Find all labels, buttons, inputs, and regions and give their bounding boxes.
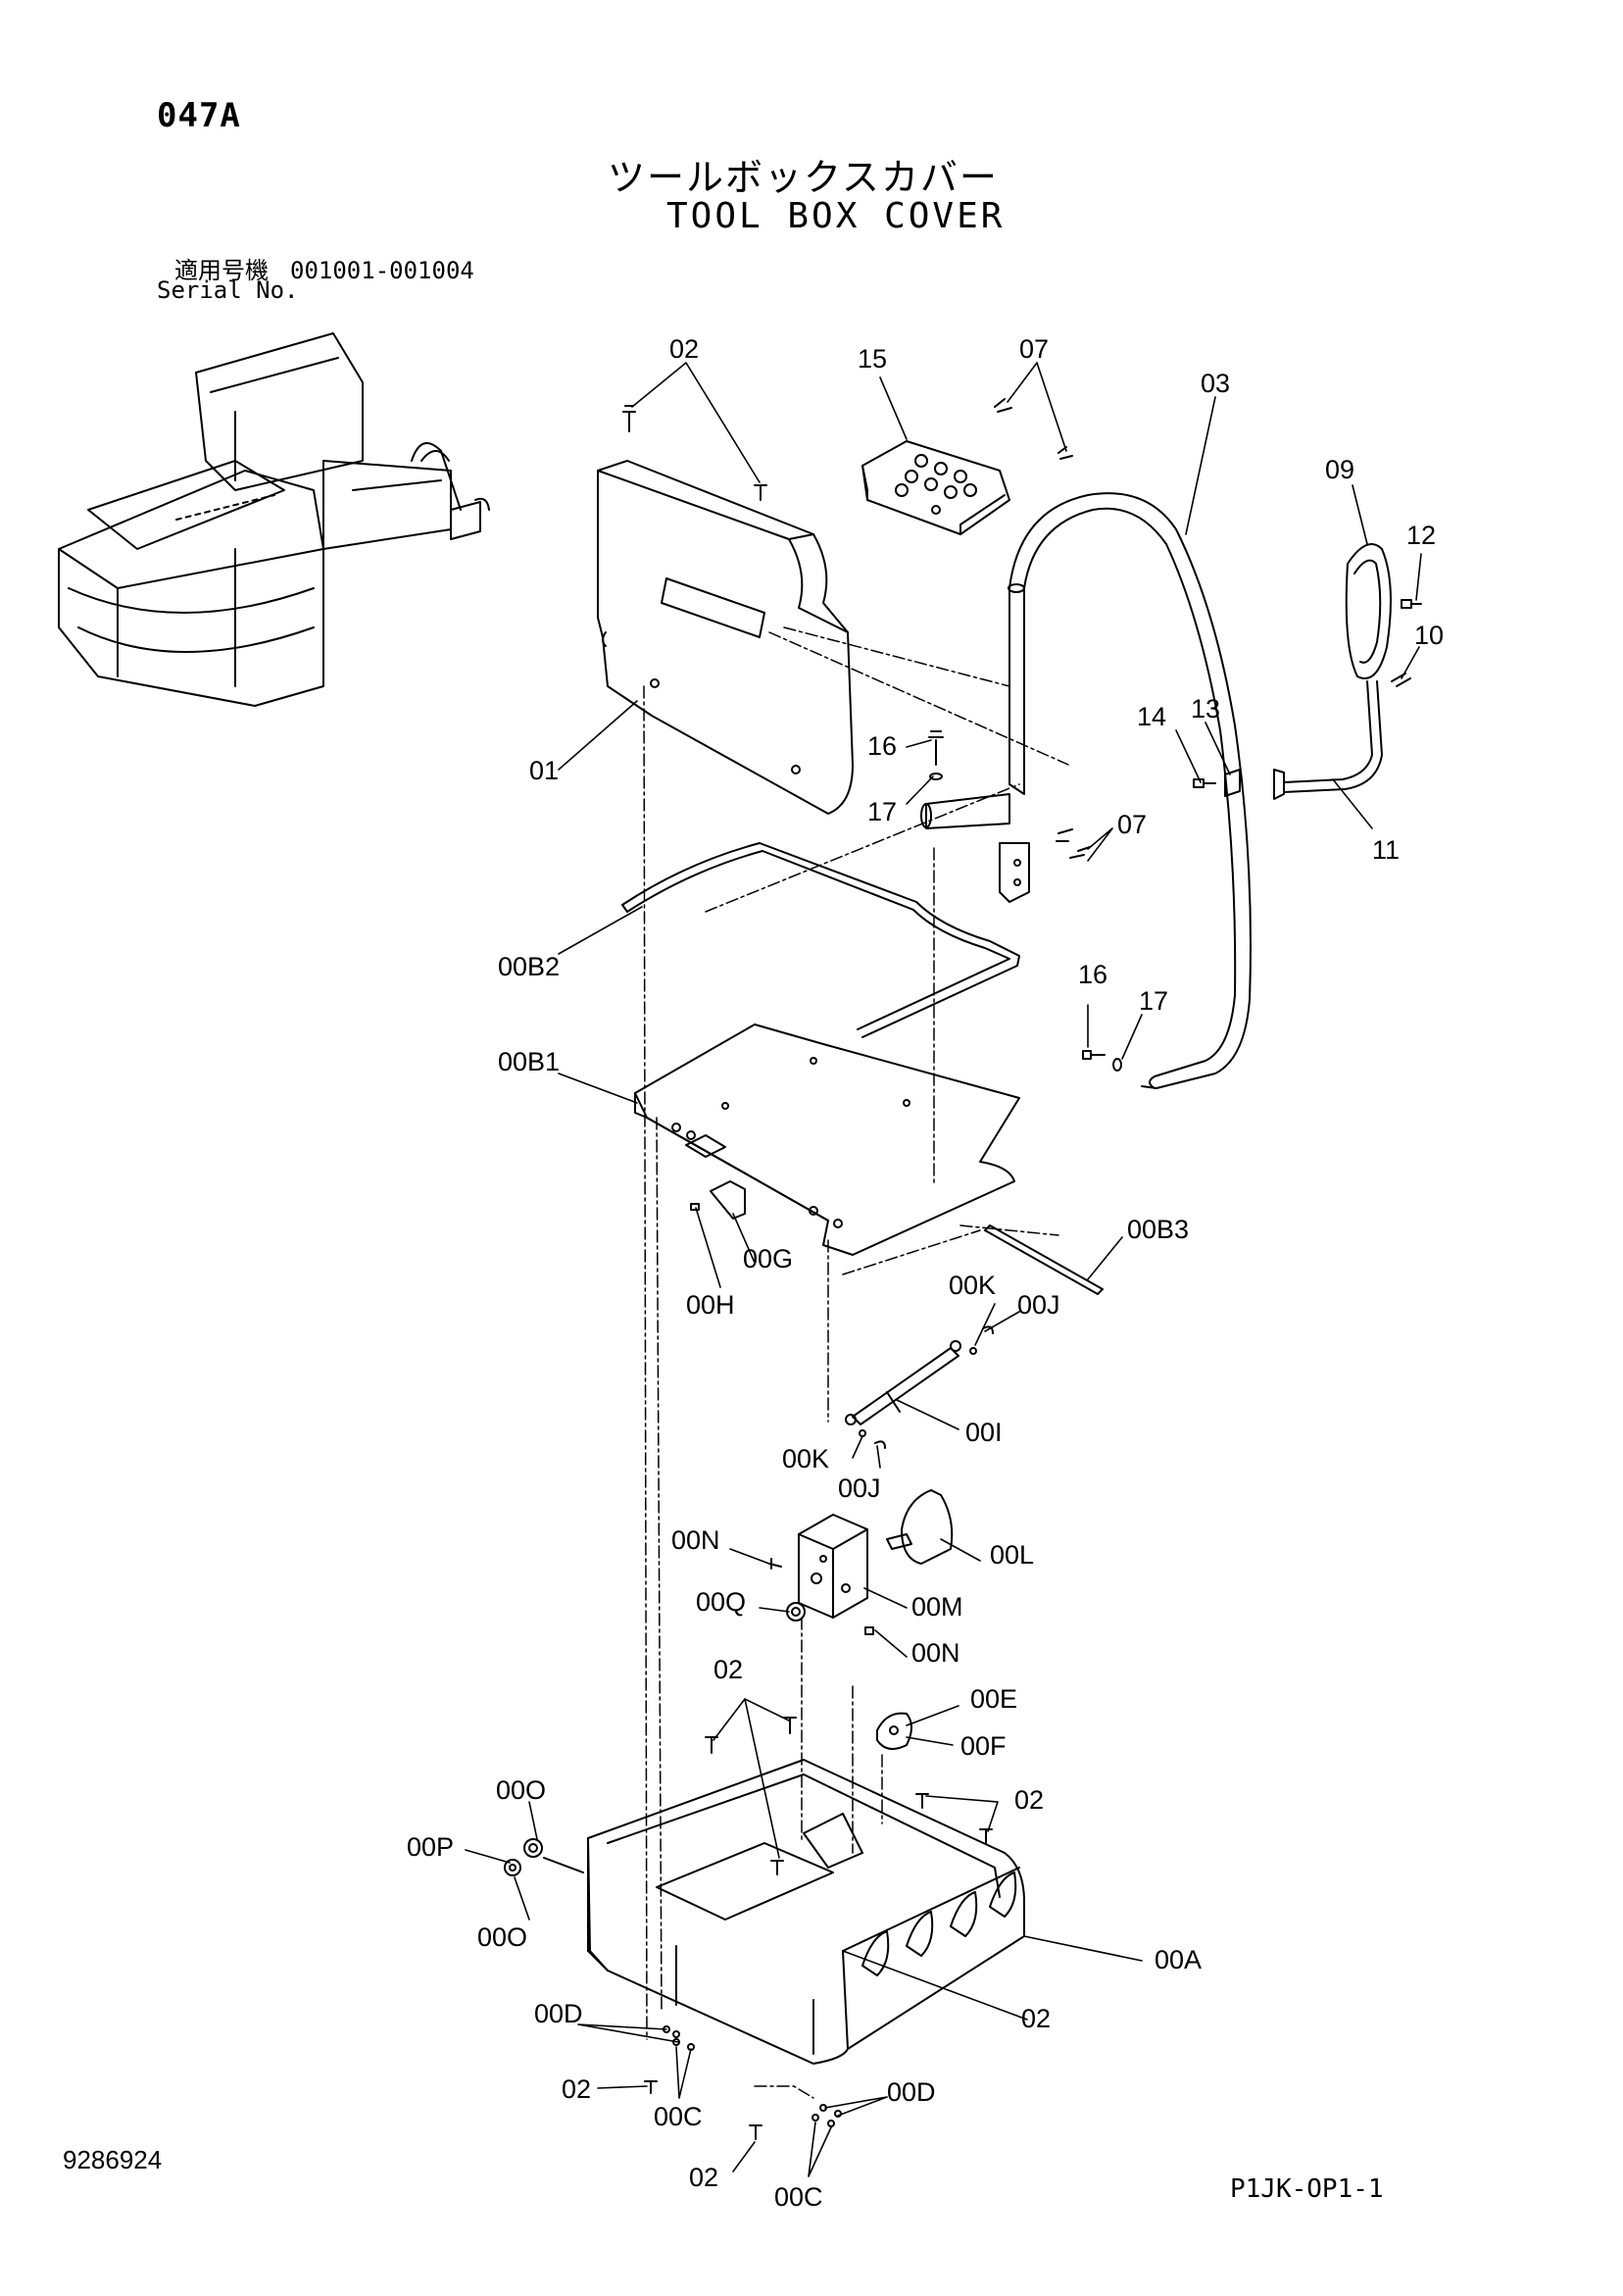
callout-09: 09 (1325, 455, 1354, 484)
callout-00B2: 00B2 (498, 952, 560, 981)
diagram-code: 047A (157, 96, 241, 135)
callout-02: 02 (669, 334, 699, 364)
callout-11: 11 (1372, 835, 1400, 865)
callout-00M: 00M (911, 1592, 963, 1622)
callout-10: 10 (1414, 621, 1444, 650)
part-11-mirror-stay (1273, 680, 1383, 800)
callout-00K: 00K (949, 1271, 996, 1300)
bolt-07-upper (994, 398, 1073, 460)
callout-00C: 00C (654, 2102, 703, 2131)
callout-00G: 00G (743, 1244, 793, 1273)
part-00A-base (587, 1759, 1025, 2065)
callout-00N: 00N (911, 1638, 960, 1668)
part-00B2-seal (621, 842, 1020, 1038)
callout-13: 13 (1191, 694, 1220, 724)
serial-range: 001001-001004 (290, 257, 474, 284)
bolt-07-lower (1056, 828, 1091, 859)
callout-07: 07 (1117, 810, 1147, 839)
part-00N-screws (768, 1558, 874, 1635)
part-00I-gas-spring (845, 1340, 961, 1425)
serial-label-en: Serial No. (157, 276, 299, 304)
bolt-02-upper (622, 405, 767, 501)
bolt-16-17-upper (928, 730, 944, 780)
callout-03: 03 (1201, 369, 1230, 398)
callout-00J: 00J (838, 1473, 881, 1503)
callout-14: 14 (1137, 702, 1166, 731)
callout-12: 12 (1406, 521, 1436, 550)
machine-overview-sketch (58, 332, 490, 707)
part-00E-switch (876, 1712, 912, 1750)
callout-00B3: 00B3 (1127, 1215, 1189, 1244)
part-12-screw (1401, 599, 1422, 609)
part-09-mirror (1345, 543, 1392, 679)
document-number: 9286924 (63, 2145, 163, 2174)
callout-02: 02 (1021, 2004, 1051, 2033)
callout-02: 02 (562, 2074, 591, 2104)
part-01-lid (597, 460, 854, 815)
callout-00P: 00P (407, 1832, 454, 1862)
callout-17: 17 (1139, 986, 1168, 1016)
callout-00A: 00A (1155, 1945, 1202, 1974)
callout-00H: 00H (686, 1290, 735, 1320)
callout-labels: 02 15 07 03 09 12 10 14 13 16 17 01 07 1… (407, 334, 1444, 2212)
callout-01: 01 (529, 756, 559, 785)
page-reference: P1JK-OP1-1 (1230, 2174, 1384, 2204)
callout-16: 16 (867, 731, 897, 761)
fasteners-00J-00K (859, 1325, 994, 1449)
title-japanese: ツールボックスカバー (608, 156, 999, 199)
callout-00N: 00N (671, 1525, 720, 1555)
part-00O-00P-grommets (504, 1838, 584, 1876)
callout-00J: 00J (1017, 1290, 1060, 1320)
callout-02: 02 (713, 1655, 743, 1684)
part-13-clamp (1224, 769, 1241, 797)
callout-00K: 00K (782, 1444, 829, 1473)
callout-16: 16 (1078, 960, 1107, 989)
part-14-bolt (1193, 778, 1216, 788)
callout-00O: 00O (496, 1775, 546, 1805)
callout-00O: 00O (477, 1922, 527, 1952)
callout-00Q: 00Q (696, 1587, 746, 1617)
part-00L-latch-cover (886, 1489, 954, 1565)
leader-lines (465, 362, 1422, 2177)
callout-00B1: 00B1 (498, 1047, 560, 1076)
callout-00I: 00I (965, 1418, 1003, 1447)
callout-07: 07 (1019, 334, 1049, 364)
title-english: TOOL BOX COVER (666, 196, 1006, 236)
callout-00F: 00F (960, 1731, 1007, 1761)
callout-00E: 00E (970, 1684, 1017, 1714)
part-03-handrail (920, 492, 1252, 1089)
serial-label-jp: 適用号機 (174, 257, 269, 284)
part-10-pin (1391, 673, 1411, 687)
assembly-phantom-lines (643, 626, 1069, 2099)
part-00M-latch-box (798, 1514, 868, 1619)
part-15-plate (861, 440, 1010, 535)
callout-00D: 00D (534, 1999, 583, 2028)
serial-range-row: 適用号機 001001-001004 (174, 251, 474, 285)
part-00B3-strip (984, 1224, 1104, 1295)
callout-15: 15 (858, 344, 887, 374)
callout-02: 02 (1014, 1785, 1044, 1815)
callout-00C: 00C (774, 2182, 823, 2212)
callout-17: 17 (867, 797, 897, 826)
part-00H-screw (690, 1203, 700, 1211)
part-00B1-cover (634, 1023, 1020, 1256)
callout-00D: 00D (887, 2077, 936, 2107)
bolt-16-17-lower (1082, 1050, 1122, 1072)
callout-00L: 00L (990, 1540, 1034, 1570)
callout-02: 02 (689, 2163, 718, 2192)
part-00G-bracket (710, 1180, 746, 1220)
